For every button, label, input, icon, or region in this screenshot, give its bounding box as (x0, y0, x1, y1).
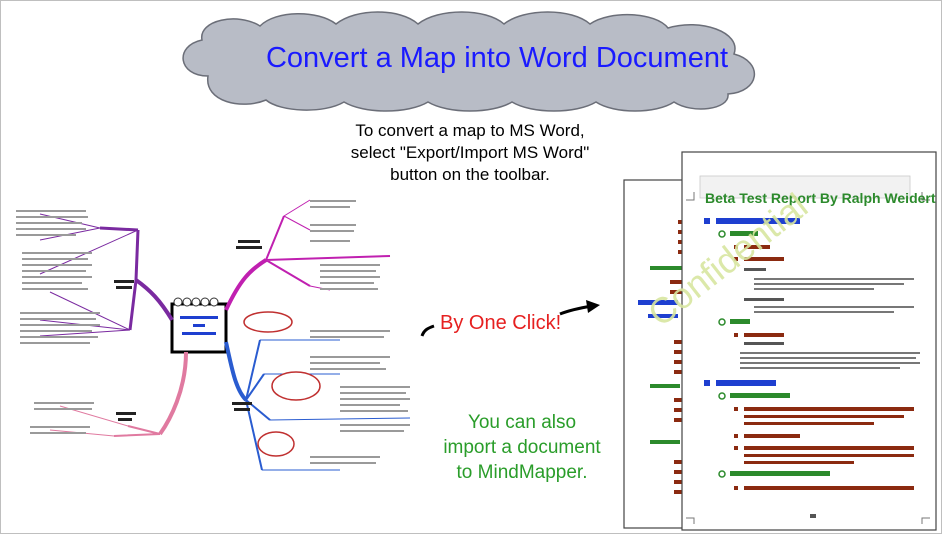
mindmap-center-text (180, 316, 218, 335)
mindmap-callouts (243, 311, 321, 457)
mindmap-center-icons (173, 297, 219, 307)
slide-title: Convert a Map into Word Document (265, 42, 729, 74)
instruction-line: select "Export/Import MS Word" (350, 143, 590, 162)
arrow-to-document (420, 300, 600, 337)
import-note-line: import a document (443, 437, 601, 458)
report-title: Beta Test Report By Ralph Weidert (705, 190, 936, 206)
mind-map-thumbnail (16, 199, 411, 471)
instruction-line: To convert a map to MS Word, (355, 121, 585, 140)
report-title-box (699, 175, 911, 199)
mindmap-leaf-text (16, 200, 410, 464)
instruction-line: button on the toolbar. (390, 165, 550, 184)
import-note-line: You can also (467, 412, 577, 433)
import-note-line: to MindMapper. (456, 462, 588, 483)
word-document-preview (623, 151, 937, 531)
one-click-text: By One Click! (440, 312, 562, 334)
front-page (681, 151, 937, 531)
import-note: You can also import a document to MindMa… (412, 410, 632, 485)
cloud-shape (182, 11, 755, 112)
front-page-body (686, 218, 930, 524)
instructions-text: To convert a map to MS Word, select "Exp… (330, 120, 610, 186)
mindmap-center-node (170, 302, 228, 354)
mindmap-branch-labels (114, 240, 262, 421)
